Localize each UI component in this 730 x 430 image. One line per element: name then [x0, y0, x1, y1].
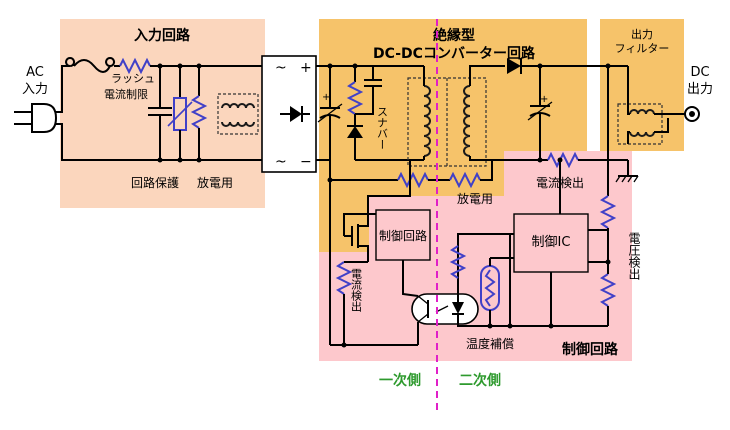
output-cap-plus: + — [540, 94, 548, 105]
junction — [196, 157, 202, 163]
wire — [402, 260, 419, 297]
input-choke-coil-top-icon — [221, 103, 255, 109]
junction — [196, 63, 202, 69]
optocoupler-transistor-icon — [417, 295, 429, 323]
wire — [480, 160, 493, 181]
junction — [557, 157, 563, 163]
wire — [627, 131, 630, 144]
voltage-detect-label: 電圧検出 — [627, 232, 641, 280]
input-choke-coil-bottom-icon — [221, 121, 255, 127]
current-detect-primary-label: 電流検出 — [350, 268, 363, 312]
voltage-divider-top-icon — [599, 195, 617, 229]
temp-compensation-label: 温度補償 — [466, 336, 514, 351]
mosfet-icon — [344, 160, 411, 262]
junction — [157, 63, 163, 69]
bulk-cap-plus: + — [322, 92, 330, 103]
junction — [352, 63, 358, 69]
discharge-resistor-primary-icon — [397, 171, 429, 189]
current-sense-resistor-primary-icon — [335, 261, 353, 295]
junction — [157, 157, 163, 163]
ac-line-top — [56, 65, 70, 113]
inrush-label-2: 電流制限 — [104, 87, 148, 101]
output-filter-region — [600, 19, 684, 151]
cap-hatch — [317, 103, 343, 123]
rectifier-minus: − — [300, 154, 312, 170]
transformer-primary-icon — [423, 85, 431, 157]
wire — [355, 86, 374, 115]
junction — [548, 323, 554, 329]
output-choke-coil-top-icon — [629, 109, 655, 115]
fuse-icon — [65, 57, 116, 73]
feedback-resistor-icon — [449, 245, 467, 279]
ac-plug-icon — [14, 103, 58, 133]
inrush-label-1: ラッシュ — [111, 72, 155, 85]
wire — [469, 156, 540, 161]
junction — [177, 157, 183, 163]
junction — [177, 63, 183, 69]
rectifier-diode-icon — [280, 106, 310, 122]
control-ic-box — [513, 213, 589, 273]
output-filter-title-2: フィルター — [615, 42, 670, 55]
discharge-resistor-input-icon — [190, 95, 208, 129]
ac-input-label-1: AC — [26, 65, 44, 80]
output-choke-core — [617, 103, 663, 145]
discharge-converter-label: 放電用 — [457, 191, 493, 206]
primary-control-box — [375, 209, 431, 261]
snubber-resistor-icon — [346, 81, 364, 115]
wire — [343, 213, 376, 236]
rectifier-plus: + — [300, 60, 312, 76]
junction — [537, 157, 543, 163]
output-choke-coil-bottom-icon — [629, 131, 655, 137]
snubber-label: スナバー — [376, 106, 389, 150]
discharge-input-label: 放電用 — [197, 175, 233, 190]
control-ic-label: 制御IC — [532, 235, 571, 250]
dc-output-jack-pin — [689, 111, 695, 117]
transformer-secondary-icon — [463, 85, 471, 157]
dc-output-label-2: 出力 — [687, 82, 713, 97]
inrush-resistor-icon — [119, 57, 151, 75]
ac-input-label-2: 入力 — [22, 82, 48, 97]
output-filter-title-1: 出力 — [631, 27, 653, 41]
discharge-resistor-secondary-icon — [449, 171, 481, 189]
input-circuit-region — [60, 19, 265, 208]
voltage-divider-bottom-icon — [599, 273, 617, 307]
circuit-protection-label: 回路保護 — [131, 175, 179, 190]
converter-title-1: 絶縁型 — [433, 27, 475, 44]
dc-output-label-1: DC — [690, 65, 709, 80]
wire — [627, 66, 630, 115]
control-circuit-region — [319, 151, 632, 361]
wire — [469, 65, 505, 86]
primary-control-label: 制御回路 — [379, 228, 427, 243]
secondary-side-label: 二次側 — [459, 372, 501, 389]
current-sense-resistor-output-icon — [547, 151, 579, 169]
junction — [507, 323, 513, 329]
junction — [341, 342, 347, 348]
primary-side-label: 一次側 — [379, 372, 421, 389]
cap-hatch — [527, 101, 553, 121]
varistor-slash — [167, 101, 193, 127]
wire — [654, 118, 669, 133]
control-circuit-title: 制御回路 — [562, 341, 619, 358]
converter-title-2: DC-DCコンバーター回路 — [373, 45, 536, 62]
input-circuit-title: 入力回路 — [134, 27, 191, 44]
junction — [327, 63, 333, 69]
thermistor-element — [484, 269, 496, 307]
rectifier-tilde-bottom: ~ — [275, 154, 287, 170]
rectifier-tilde-top: ~ — [275, 60, 287, 76]
junction — [487, 323, 493, 329]
junction — [327, 177, 333, 183]
input-choke-core — [217, 93, 259, 135]
snubber-diode-icon — [347, 126, 363, 138]
